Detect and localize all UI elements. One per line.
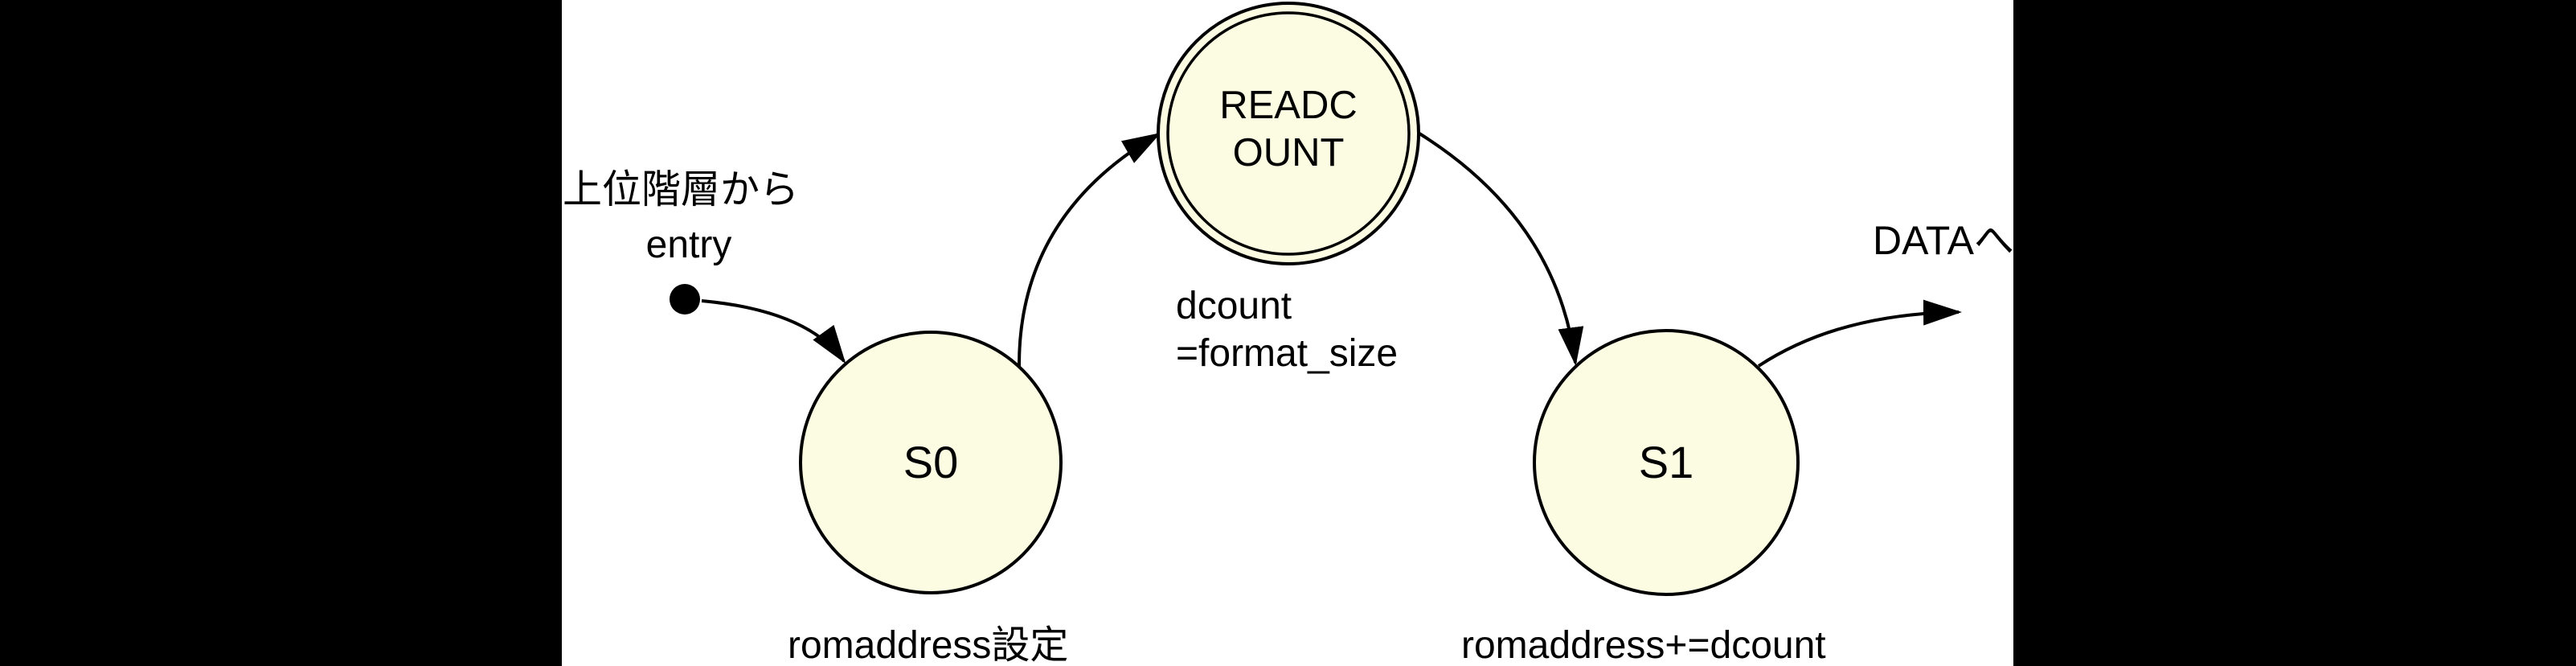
transition-s1-exit: DATAへ bbox=[1757, 218, 2014, 368]
state-readcount-label-line1: READC bbox=[1219, 84, 1358, 127]
state-readcount-outer-circle bbox=[1157, 2, 1420, 265]
entry-source-label: 上位階層から bbox=[563, 168, 799, 212]
transition-label-line2: =format_size bbox=[1176, 332, 1398, 375]
initial-state-dot bbox=[670, 284, 700, 314]
transition-entry-to-s0-arrow bbox=[701, 299, 846, 364]
letterbox-right bbox=[2013, 0, 2576, 666]
state-s1-action-label: romaddress+=dcount bbox=[1461, 624, 1826, 666]
transition-readcount-to-s1: dcount =format_size bbox=[1176, 132, 1584, 375]
state-s1: S1 romaddress+=dcount bbox=[1461, 329, 1826, 666]
state-readcount-inner-circle bbox=[1166, 11, 1411, 256]
state-s0-label: S0 bbox=[903, 437, 959, 487]
state-s1-circle bbox=[1533, 329, 1800, 596]
transition-label-line1: dcount bbox=[1176, 285, 1292, 327]
transition-s1-exit-arrow bbox=[1757, 299, 1962, 368]
state-readcount: READC OUNT bbox=[1157, 2, 1420, 265]
state-s0-circle bbox=[799, 331, 1063, 594]
state-s0-action-label: romaddress設定 bbox=[788, 624, 1068, 666]
entry-pseudostate: 上位階層から entry bbox=[563, 168, 846, 364]
state-readcount-label-line2: OUNT bbox=[1233, 131, 1345, 175]
letterbox-left bbox=[0, 0, 562, 666]
exit-destination-label: DATAへ bbox=[1873, 218, 2014, 263]
state-s0: S0 romaddress設定 bbox=[788, 331, 1068, 666]
transition-readcount-to-s1-arrow bbox=[1418, 132, 1584, 366]
transition-s0-to-readcount-arrow bbox=[1017, 132, 1161, 368]
state-s1-label: S1 bbox=[1639, 437, 1694, 487]
entry-event-label: entry bbox=[646, 224, 732, 266]
